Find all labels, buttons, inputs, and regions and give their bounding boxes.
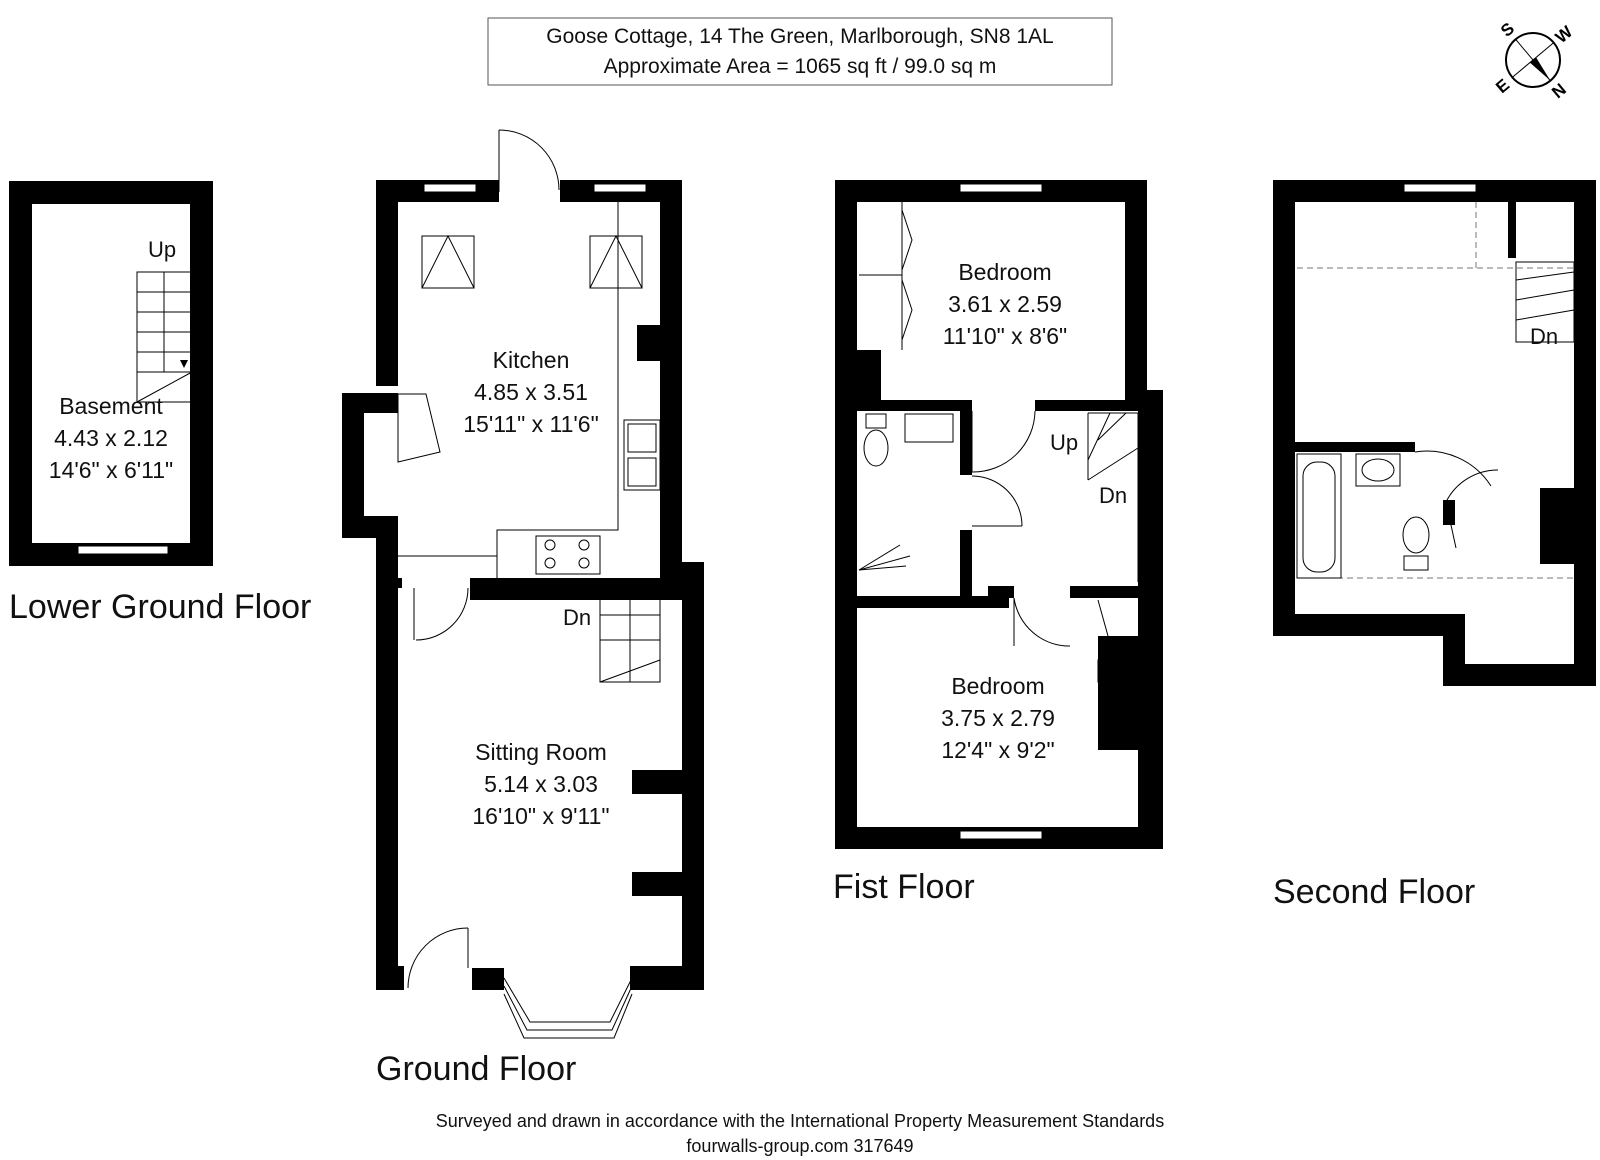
floor-label-ground: Ground Floor [376, 1050, 576, 1088]
stairs-dn-label: Dn [1099, 483, 1127, 508]
stairs-dn-label: Dn [563, 605, 591, 630]
room-metric: 3.75 x 2.79 [941, 705, 1055, 731]
room-name: Kitchen [493, 347, 570, 373]
header-box [487, 17, 1113, 86]
compass-icon: N S E W [1492, 19, 1577, 102]
room-name: Sitting Room [475, 739, 607, 765]
header-area: Approximate Area = 1065 sq ft / 99.0 sq … [604, 55, 997, 78]
room-name: Basement [59, 393, 163, 419]
second-floor-plan: Dn [1273, 180, 1596, 686]
footer-standards: Surveyed and drawn in accordance with th… [436, 1111, 1164, 1131]
stairs-dn-label: Dn [1530, 324, 1558, 349]
header-address: Goose Cottage, 14 The Green, Marlborough… [546, 25, 1053, 48]
room-metric: 4.43 x 2.12 [54, 425, 168, 451]
stairs-up-label: Up [148, 237, 176, 262]
first-floor-plan: Up Dn Bedroom 3.61 x 2.59 11'10" x 8'6" … [835, 180, 1163, 849]
room-imperial: 12'4" x 9'2" [941, 737, 1054, 763]
room-name: Bedroom [958, 259, 1051, 285]
stairs-up-label: Up [1050, 430, 1078, 455]
lower-ground-floor-plan: Up Basement 4.43 x 2.12 14'6" x 6'11" [9, 181, 213, 566]
window [77, 545, 169, 555]
room-metric: 3.61 x 2.59 [948, 291, 1062, 317]
room-imperial: 16'10" x 9'11" [472, 803, 609, 829]
compass-west-label: W [1552, 22, 1577, 47]
room-imperial: 11'10" x 8'6" [943, 323, 1067, 349]
compass-east-label: E [1492, 75, 1513, 97]
floor-label-first: Fist Floor [833, 868, 975, 906]
floor-label-second: Second Floor [1273, 873, 1475, 911]
room-metric: 4.85 x 3.51 [474, 379, 588, 405]
room-metric: 5.14 x 3.03 [484, 771, 598, 797]
room-imperial: 15'11" x 11'6" [463, 411, 599, 437]
room-imperial: 14'6" x 6'11" [49, 457, 173, 483]
ground-floor-plan: Dn Kitchen 4.85 x 3.51 15'11" x 11'6" Si… [342, 129, 704, 1039]
footer-reference: fourwalls-group.com 317649 [686, 1136, 913, 1156]
compass-north-label: N [1548, 80, 1570, 102]
room-name: Bedroom [951, 673, 1044, 699]
compass-south-label: S [1497, 19, 1518, 41]
floor-label-lower-ground: Lower Ground Floor [9, 588, 311, 626]
